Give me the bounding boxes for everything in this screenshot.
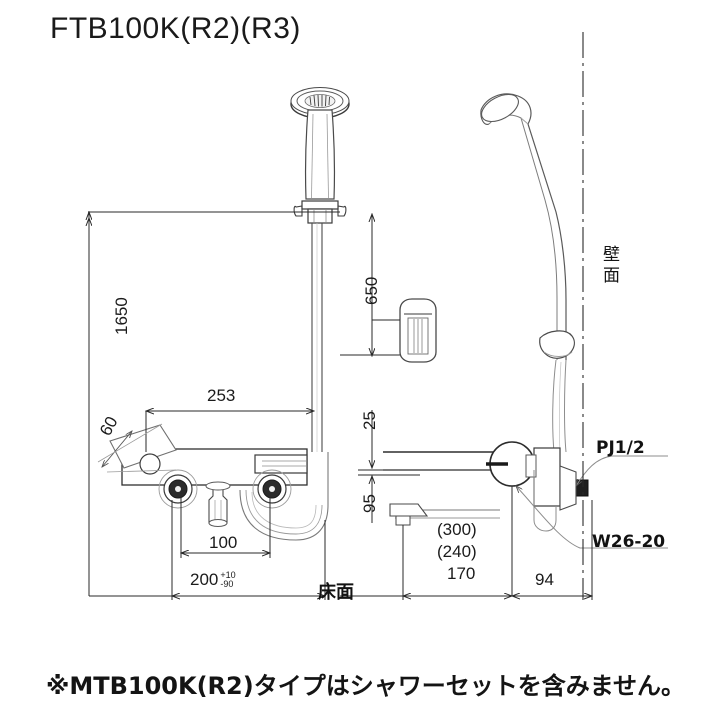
side-view-shower-hook bbox=[399, 298, 437, 363]
footer-note: ※MTB100K(R2)タイプはシャワーセットを含みません。 bbox=[46, 672, 685, 700]
dimension-spout-170: 170 bbox=[447, 564, 476, 583]
dimension-spout-240: (240) bbox=[437, 542, 477, 561]
dimension-200: 200 bbox=[190, 570, 219, 589]
tolerance-minus: -90 bbox=[220, 578, 234, 589]
dimension-650: 650 bbox=[362, 276, 381, 305]
side-view-hand-shower bbox=[480, 93, 575, 453]
dimension-1650: 1650 bbox=[112, 297, 131, 335]
side-view-mixer-body bbox=[383, 441, 668, 596]
dimension-lines-left-view bbox=[88, 212, 420, 600]
tolerance-plus: +10 bbox=[220, 569, 236, 580]
label-thread-pj12: PJ1/2 bbox=[596, 438, 645, 458]
dimension-100: 100 bbox=[209, 533, 238, 552]
dimension-200-with-tolerance: 200+10-90 bbox=[190, 570, 236, 590]
front-view-shower-head bbox=[290, 87, 350, 452]
label-thread-w26-20: W26-20 bbox=[592, 532, 666, 552]
page-title: FTB100K(R2)(R3) bbox=[50, 12, 301, 45]
dimension-94: 94 bbox=[535, 570, 554, 589]
dimension-253: 253 bbox=[207, 386, 236, 405]
dimension-25: 25 bbox=[360, 411, 379, 430]
dimension-lines-right-view bbox=[340, 500, 592, 600]
dimension-spout-300: (300) bbox=[437, 520, 477, 539]
dimension-95: 95 bbox=[360, 494, 379, 513]
label-wall-surface: 壁面 bbox=[603, 245, 620, 286]
tolerance-stack: +10-90 bbox=[220, 569, 236, 589]
label-floor-surface: 床面 bbox=[318, 582, 354, 603]
front-view-mixer-body bbox=[109, 424, 329, 541]
